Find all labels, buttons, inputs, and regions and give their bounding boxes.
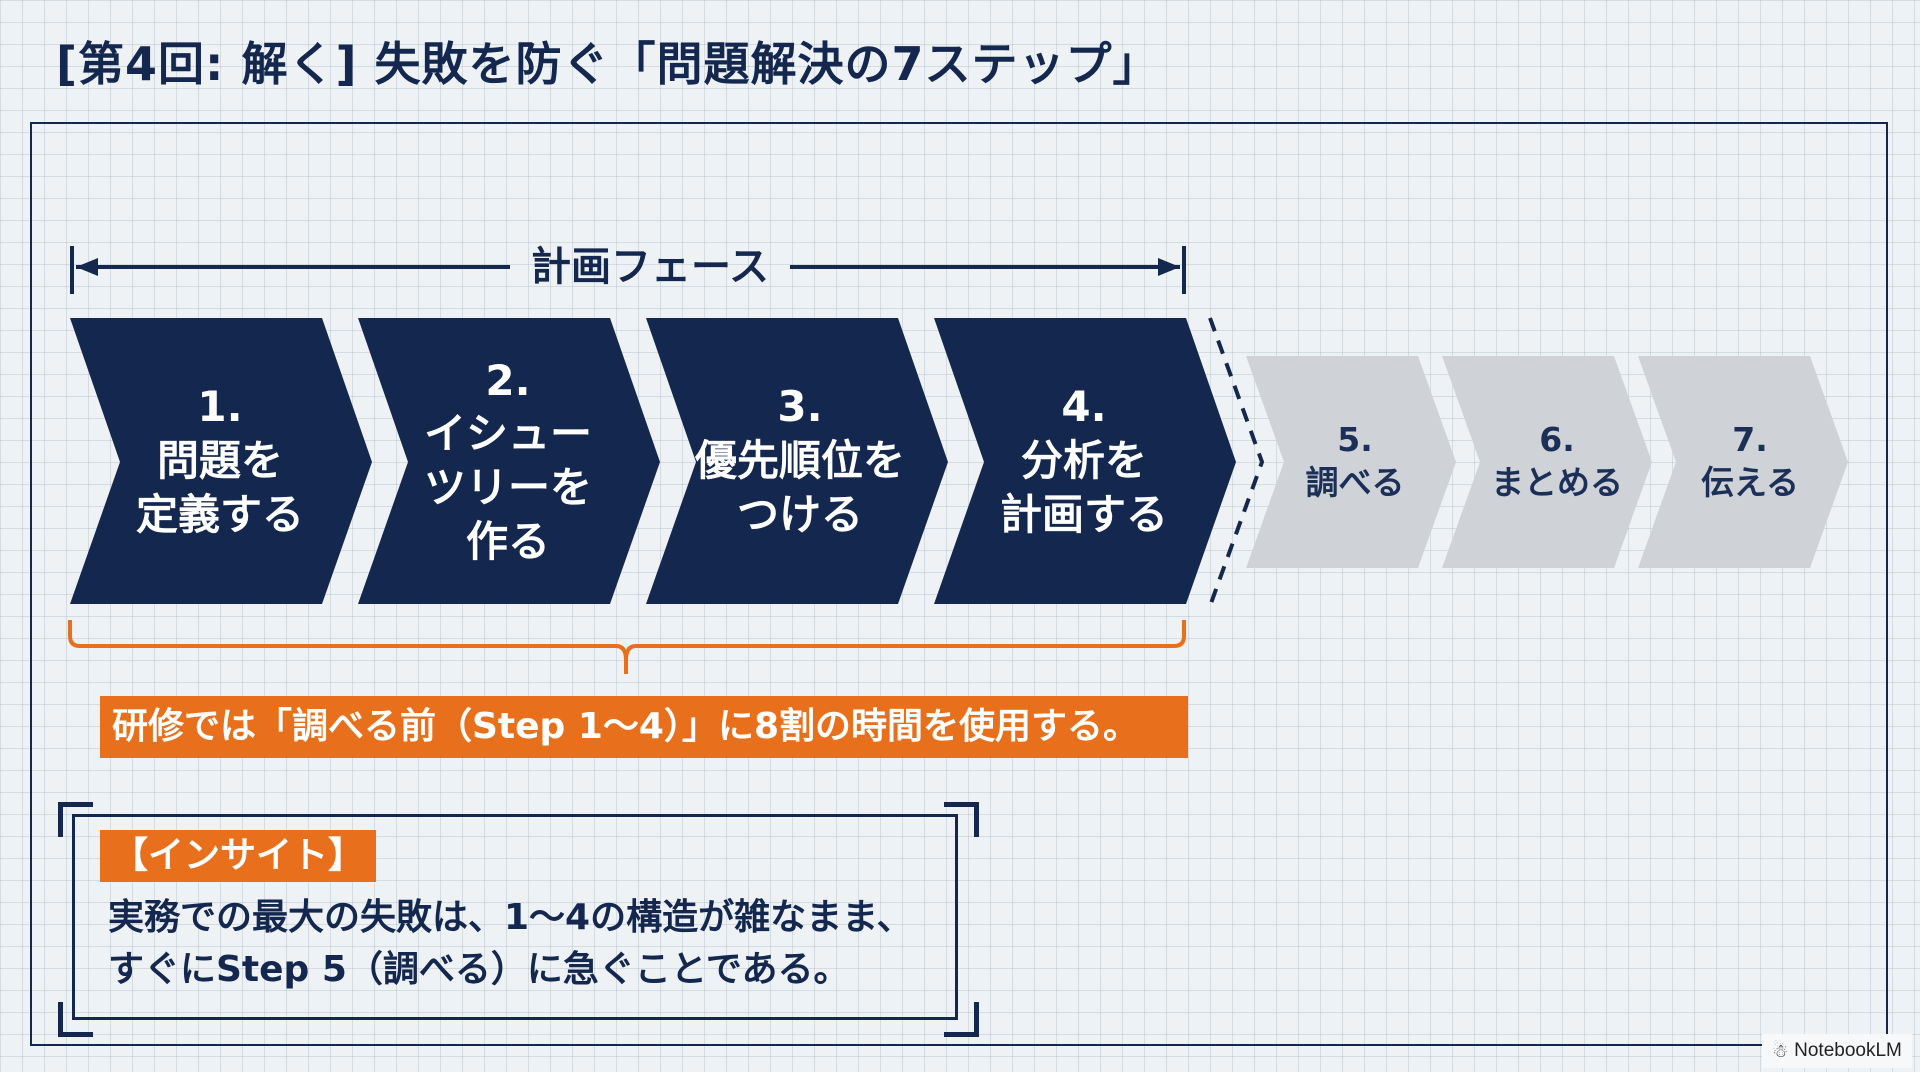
step-3-text: 3.優先順位を つける bbox=[695, 380, 905, 541]
step-chevron-1 bbox=[70, 318, 372, 604]
notebooklm-logo-icon: ☃ bbox=[1772, 1041, 1789, 1061]
step-6-number: 6. bbox=[1539, 420, 1575, 460]
phase-span-arrow bbox=[70, 246, 1186, 294]
brand-name: NotebookLM bbox=[1794, 1040, 1902, 1061]
step-chevron-3 bbox=[646, 318, 948, 604]
step-chevron-5 bbox=[1246, 356, 1456, 568]
step-4-text: 4.分析を 計画する bbox=[1000, 380, 1168, 541]
insight-line-1: 実務での最大の失敗は、1〜4の構造が雑なまま、 bbox=[108, 897, 913, 938]
step-6-label: 6.まとめる bbox=[1472, 370, 1642, 554]
insight-corner-top-left bbox=[58, 802, 93, 837]
step-4-label: 4.分析を 計画する bbox=[984, 330, 1184, 592]
insight-tag: 【インサイト】 bbox=[100, 830, 377, 882]
insight-box bbox=[72, 814, 958, 1020]
step-2-number: 2. bbox=[485, 355, 531, 405]
step-4-number: 4. bbox=[1061, 382, 1107, 432]
phase-divider-dashed bbox=[1208, 317, 1265, 607]
content-frame bbox=[30, 122, 1888, 1046]
step-chevron-6 bbox=[1442, 356, 1652, 568]
insight-line-2: すぐにStep 5（調べる）に急ぐことである。 bbox=[108, 949, 850, 990]
summary-bar: 研修では「調べる前（Step 1〜4）」に8割の時間を使用する。 bbox=[100, 696, 1188, 758]
step-3-label: 3.優先順位を つける bbox=[690, 330, 910, 592]
phase-label: 計画フェース bbox=[531, 244, 769, 290]
step-5-title: 調べる bbox=[1305, 463, 1405, 502]
step-7-title: 伝える bbox=[1700, 463, 1799, 502]
phase-brace bbox=[68, 620, 1186, 674]
notebooklm-badge: ☃ NotebookLM bbox=[1762, 1034, 1912, 1068]
step-1-number: 1. bbox=[197, 382, 243, 432]
step-7-label: 7.伝える bbox=[1672, 370, 1828, 554]
step-2-text: 2.イシュー ツリーを 作る bbox=[424, 354, 592, 569]
step-1-title: 問題を 定義する bbox=[135, 436, 304, 539]
step-5-text: 5.調べる bbox=[1306, 419, 1405, 505]
step-1-text: 1.問題を 定義する bbox=[136, 380, 304, 541]
step-3-number: 3. bbox=[777, 382, 823, 432]
step-7-text: 7.伝える bbox=[1701, 419, 1799, 505]
step-3-title: 優先順位を つける bbox=[694, 436, 905, 539]
step-6-title: まとめる bbox=[1491, 463, 1623, 502]
insight-text: 実務での最大の失敗は、1〜4の構造が雑なまま、 すぐにStep 5（調べる）に急… bbox=[108, 892, 948, 996]
step-5-number: 5. bbox=[1337, 420, 1373, 460]
step-chevron-2 bbox=[358, 318, 660, 604]
step-2-title: イシュー ツリーを 作る bbox=[423, 409, 592, 566]
insight-corner-bottom-left bbox=[58, 1002, 93, 1037]
step-6-text: 6.まとめる bbox=[1491, 419, 1623, 505]
page-title: [第4回: 解く] 失敗を防ぐ「問題解決の7ステップ」 bbox=[56, 37, 1160, 91]
step-7-number: 7. bbox=[1732, 420, 1768, 460]
step-5-label: 5.調べる bbox=[1280, 370, 1430, 554]
insight-corner-bottom-right bbox=[944, 1002, 979, 1037]
phase-arrowhead-left bbox=[76, 258, 98, 276]
step-4-title: 分析を 計画する bbox=[999, 436, 1168, 539]
step-2-label: 2.イシュー ツリーを 作る bbox=[408, 330, 608, 592]
step-1-label: 1.問題を 定義する bbox=[120, 330, 320, 592]
insight-corner-top-right bbox=[944, 802, 979, 837]
phase-arrowhead-right bbox=[1158, 258, 1180, 276]
step-chevron-7 bbox=[1638, 356, 1848, 568]
step-chevron-4 bbox=[934, 318, 1236, 604]
